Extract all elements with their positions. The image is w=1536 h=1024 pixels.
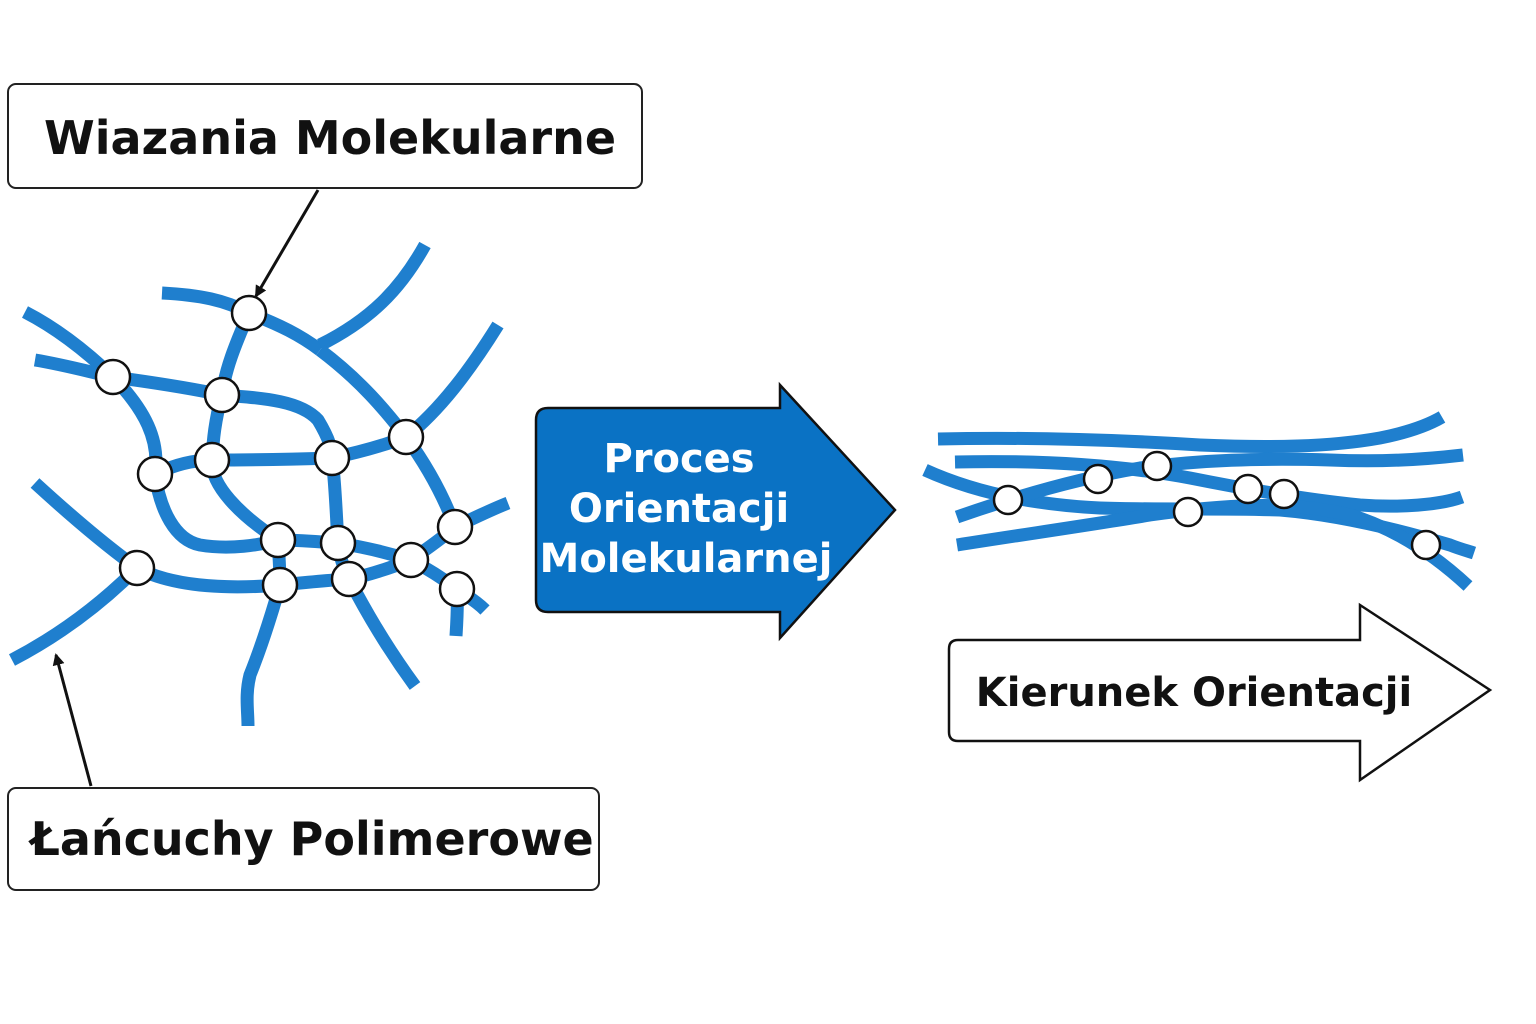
bond-node bbox=[1141, 450, 1173, 482]
polymer-chain bbox=[240, 583, 287, 727]
network-bond-nodes bbox=[94, 294, 476, 608]
bond-node bbox=[193, 441, 231, 479]
process-label-line-1: Proces bbox=[603, 436, 754, 482]
bond-node bbox=[387, 418, 425, 456]
bond-node bbox=[136, 455, 174, 493]
bond-node bbox=[1410, 529, 1442, 561]
oriented-bond-nodes bbox=[992, 450, 1442, 561]
bond-node bbox=[313, 439, 351, 477]
process-arrow-label: Proces Orientacji Molekularnej bbox=[540, 436, 833, 582]
bond-node bbox=[992, 484, 1024, 516]
bond-node bbox=[330, 560, 368, 598]
bond-node bbox=[203, 376, 241, 414]
process-label-line-2: Orientacji bbox=[569, 486, 789, 532]
bond-node bbox=[438, 570, 476, 608]
bond-node bbox=[230, 294, 268, 332]
bond-node bbox=[259, 521, 297, 559]
bonds-label-callout: Wiazania Molekularne bbox=[7, 83, 643, 298]
polymer-chain bbox=[937, 411, 1446, 454]
bond-node bbox=[1172, 496, 1204, 528]
polymer-chain bbox=[343, 576, 421, 690]
polymer-chain bbox=[317, 241, 431, 351]
polymer-chain bbox=[954, 448, 1464, 524]
polymer-chain bbox=[22, 306, 163, 475]
bonds-label-box bbox=[7, 83, 643, 189]
disordered-polymer-network bbox=[8, 241, 511, 727]
bond-node bbox=[94, 358, 132, 396]
polymer-chain bbox=[33, 353, 339, 459]
bond-node bbox=[1082, 463, 1114, 495]
process-arrow-shape bbox=[534, 381, 897, 642]
bonds-label-text: Wiazania Molekularne bbox=[44, 111, 616, 165]
polymer-chain bbox=[205, 310, 282, 546]
bond-node bbox=[261, 566, 299, 604]
chains-label-callout: Łańcuchy Polimerowe bbox=[7, 653, 600, 891]
bond-node bbox=[392, 541, 430, 579]
polymer-chain bbox=[401, 321, 504, 443]
polymer-chain bbox=[152, 430, 409, 480]
oriented-polymer-bundle bbox=[922, 411, 1477, 591]
process-label-line-3: Molekularnej bbox=[540, 536, 833, 582]
chains-label-text: Łańcuchy Polimerowe bbox=[27, 812, 593, 866]
process-arrow: Proces Orientacji Molekularnej bbox=[534, 381, 897, 642]
bond-node bbox=[436, 508, 474, 546]
bonds-pointer-arrow bbox=[254, 189, 320, 298]
polymer-chain bbox=[955, 499, 1473, 591]
polymer-chain bbox=[8, 563, 142, 666]
chains-pointer-arrow bbox=[52, 653, 93, 787]
bond-node bbox=[118, 549, 156, 587]
bond-node bbox=[1232, 473, 1264, 505]
bond-node bbox=[1268, 478, 1300, 510]
direction-arrow: Kierunek Orientacji bbox=[947, 602, 1493, 783]
bond-node bbox=[319, 524, 357, 562]
direction-arrow-shape bbox=[947, 602, 1493, 783]
direction-arrow-label: Kierunek Orientacji bbox=[976, 670, 1412, 716]
chains-label-box bbox=[7, 787, 600, 891]
